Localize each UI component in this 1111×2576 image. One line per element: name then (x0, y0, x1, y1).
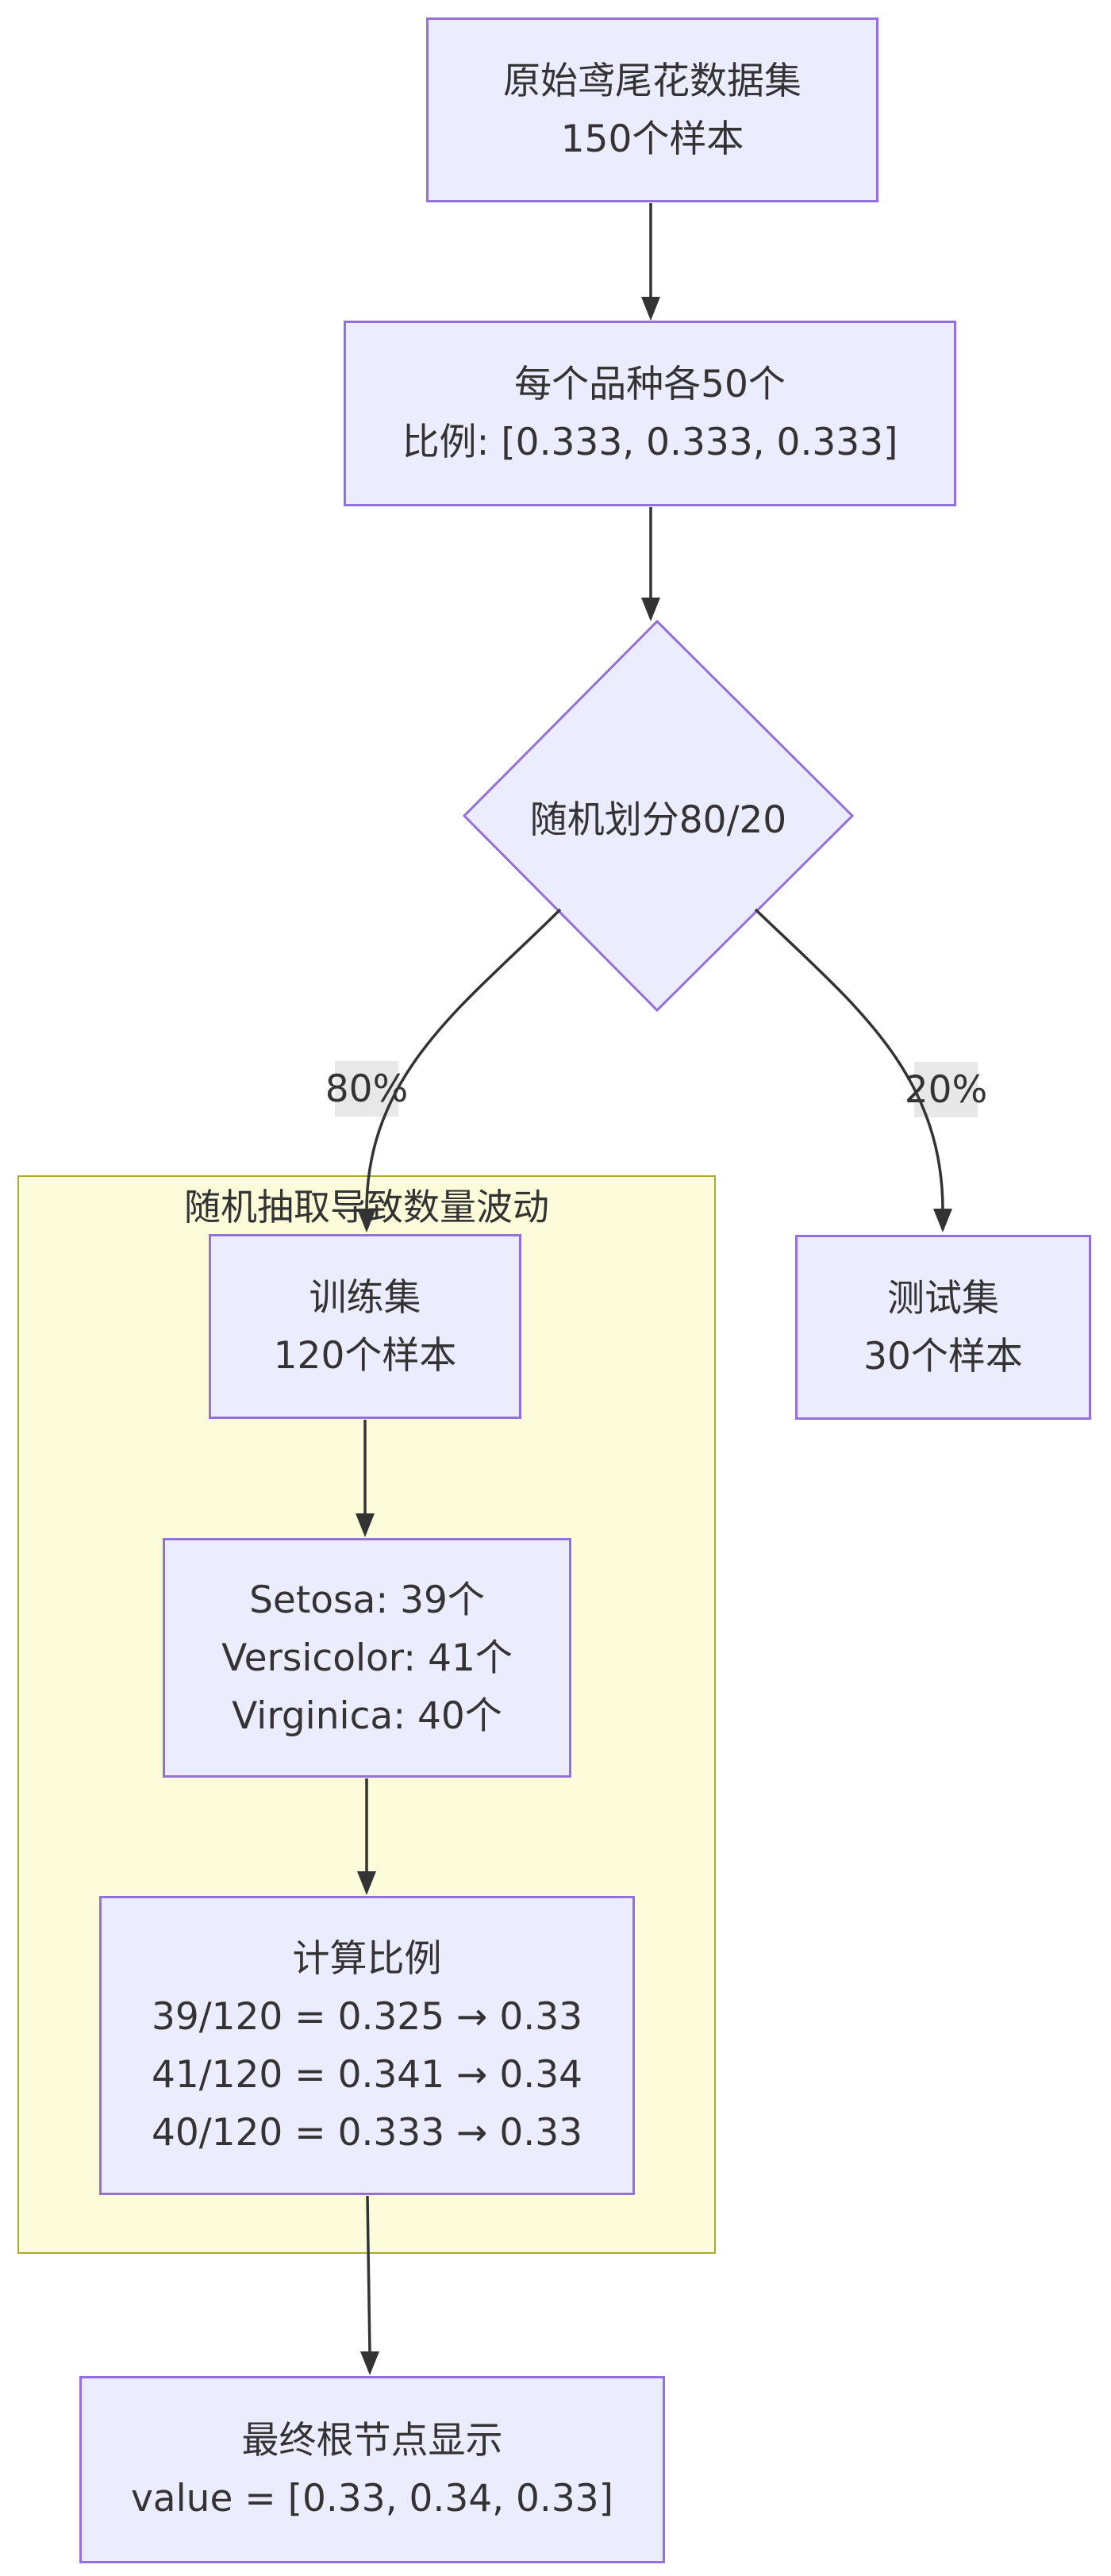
node-final-line2: value = [0.33, 0.34, 0.33] (130, 2477, 614, 2520)
node-original-line1: 原始鸢尾花数据集 (503, 59, 802, 103)
node-final-root: 最终根节点显示 value = [0.33, 0.34, 0.33] (79, 2376, 665, 2563)
node-train-line2: 120个样本 (273, 1333, 457, 1378)
node-train-set: 训练集 120个样本 (209, 1234, 521, 1419)
node-per-species-line1: 每个品种各50个 (514, 363, 786, 406)
node-original-dataset: 原始鸢尾花数据集 150个样本 (426, 17, 878, 202)
node-final-line1: 最终根节点显示 (241, 2419, 503, 2463)
node-calc-line2: 39/120 = 0.325 → 0.33 (151, 1994, 583, 2039)
node-counts-line1: Setosa: 39个 (249, 1578, 485, 1622)
edge-split-train (365, 908, 562, 1211)
node-test-line1: 测试集 (887, 1276, 999, 1321)
edge-label-20-percent: 20% (904, 1067, 988, 1112)
arrowhead-split (641, 598, 660, 621)
arrowhead-perspecies (641, 297, 660, 321)
node-counts-line2: Versicolor: 41个 (221, 1636, 513, 1680)
node-split-decision-label: 随机划分80/20 (529, 798, 787, 842)
node-per-species-line2: 比例: [0.333, 0.333, 0.333] (402, 421, 898, 464)
cluster-title: 随机抽取导致数量波动 (184, 1186, 549, 1228)
node-calc-ratios: 计算比例 39/120 = 0.325 → 0.33 41/120 = 0.34… (99, 1896, 635, 2195)
edge-label-80-percent: 80% (325, 1067, 409, 1111)
node-test-line2: 30个样本 (863, 1334, 1023, 1378)
node-counts-line3: Virginica: 40个 (232, 1694, 502, 1738)
edge-split-test (754, 908, 944, 1211)
node-calc-line3: 41/120 = 0.341 → 0.34 (151, 2052, 583, 2097)
node-train-line1: 训练集 (309, 1275, 421, 1320)
node-calc-line1: 计算比例 (292, 1936, 442, 1981)
node-species-counts: Setosa: 39个 Versicolor: 41个 Virginica: 4… (163, 1538, 571, 1778)
node-per-species: 每个品种各50个 比例: [0.333, 0.333, 0.333] (344, 321, 956, 506)
arrowhead-final (360, 2351, 379, 2375)
arrowhead-test (933, 1209, 952, 1232)
node-test-set: 测试集 30个样本 (795, 1235, 1091, 1420)
node-original-line2: 150个样本 (560, 117, 744, 161)
node-calc-line4: 40/120 = 0.333 → 0.33 (151, 2110, 583, 2155)
